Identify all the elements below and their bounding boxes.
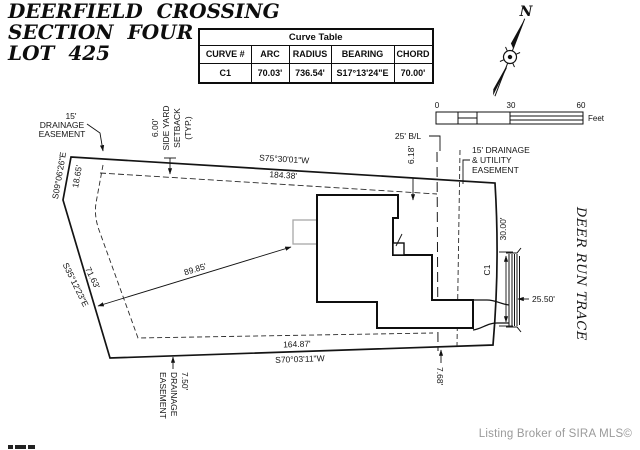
curve-table-col-curve: CURVE # [198,44,252,64]
house-dimension-line [97,246,292,307]
drainage-utility-leader [462,159,470,184]
setback-arrow [164,157,176,175]
top-distance: 184.38' [269,169,298,181]
curve-table-col-chord: CHORD [393,44,433,64]
side-yard-setback-line [99,172,438,195]
driveway-top-edge [473,299,510,306]
scale-unit: Feet [588,114,605,123]
curve-table: Curve Table CURVE # ARC RADIUS BEARING C… [198,28,434,84]
clipped-text-fragment [8,445,48,450]
title-line-2: SECTION FOUR [8,20,194,44]
curve-chord-cell: 70.00' [393,62,433,84]
side-yard-setback-l4: (TYP.) [183,116,193,140]
porch-outline [292,219,320,245]
stoop-leader [395,233,403,247]
building-line-leader [429,135,441,151]
curve-ref-label: C1 [482,264,492,275]
street-name: DEER RUN TRACE [573,206,588,341]
house-footprint [316,194,474,329]
curve-radius-cell: 736.54' [288,62,332,84]
drainage-easement-left-l3: EASEMENT [39,129,86,139]
top-bearing: S75°30'01"W [259,152,310,165]
curve-table-row: C1 70.03' 736.54' S17°13'24"E 70.00' [198,62,433,84]
drainage-easement-left-l2: DRAINAGE [40,120,85,130]
drainage-easement-left-leader [86,123,105,152]
title-line-3: LOT 425 [8,41,111,65]
drainage-easement-bottom-l3: EASEMENT [158,372,168,419]
curve-id-cell: C1 [198,62,252,84]
curve-table-col-radius: RADIUS [288,44,332,64]
side-yard-setback-l1: 6.00' [150,119,160,138]
left-bearing: S09°06'26"E [50,151,68,200]
listing-credit: Listing Broker of SIRA MLS© [478,428,632,440]
scale-tick-30: 30 [507,101,516,110]
drainage-utility-l2: & UTILITY [472,155,512,165]
drainage-utility-l3: EASEMENT [472,165,519,175]
side-yard-setback-l3: SETBACK [172,108,182,148]
rear-offset-label: 7.68' [435,367,445,386]
north-label: N [519,4,534,20]
curve-arc-cell: 70.03' [250,62,290,84]
driveway-dimension-label: 25.50' [532,294,555,304]
bl-offset-label: 6.18' [406,146,416,165]
frontage-dimension-label: 30.00' [498,217,508,240]
building-line-label: 25' B/L [395,131,421,141]
drainage-easement-bottom-l2: DRAINAGE [169,372,179,417]
stoop-square [392,242,405,256]
left-distance: 18.65' [70,164,84,189]
scale-tick-60: 60 [577,101,586,110]
curb-apron [506,247,522,333]
curve-table-col-arc: ARC [250,44,290,64]
house-dimension: 89.85' [183,261,208,277]
frontage-dimension [499,251,513,327]
scale-bar [435,111,584,125]
drainage-utility-l1: 15' DRAINAGE [472,145,530,155]
north-arrow: N [493,4,534,97]
side-yard-setback-l2: SIDE YARD [161,105,171,150]
drainage-easement-line-left-bottom [94,164,434,339]
bottom-bearing: S70°03'11"W [275,353,325,365]
curve-table-title: Curve Table [198,28,433,46]
scale-tick-0: 0 [435,101,440,110]
bl-offset-arrow [407,177,419,201]
bottom-distance: 164.87' [283,339,311,350]
title-line-1: DEERFIELD CROSSING [8,0,280,23]
survey-text-layer: S75°30'01"W 184.38' S09°06'26"E 18.65' S… [39,105,556,418]
curve-bearing-cell: S17°13'24"E [330,62,395,84]
scale-bar-labels: 0 30 60 Feet [435,101,605,123]
drainage-easement-bottom-l1: 7.50' [180,372,190,391]
drainage-easement-left-l1: 15' [65,111,76,121]
curve-table-col-bearing: BEARING [330,44,395,64]
lot-boundary [62,156,498,359]
driveway-bottom-edge [472,322,509,331]
title-block: DEERFIELD CROSSING SECTION FOUR LOT 425 [8,1,280,64]
